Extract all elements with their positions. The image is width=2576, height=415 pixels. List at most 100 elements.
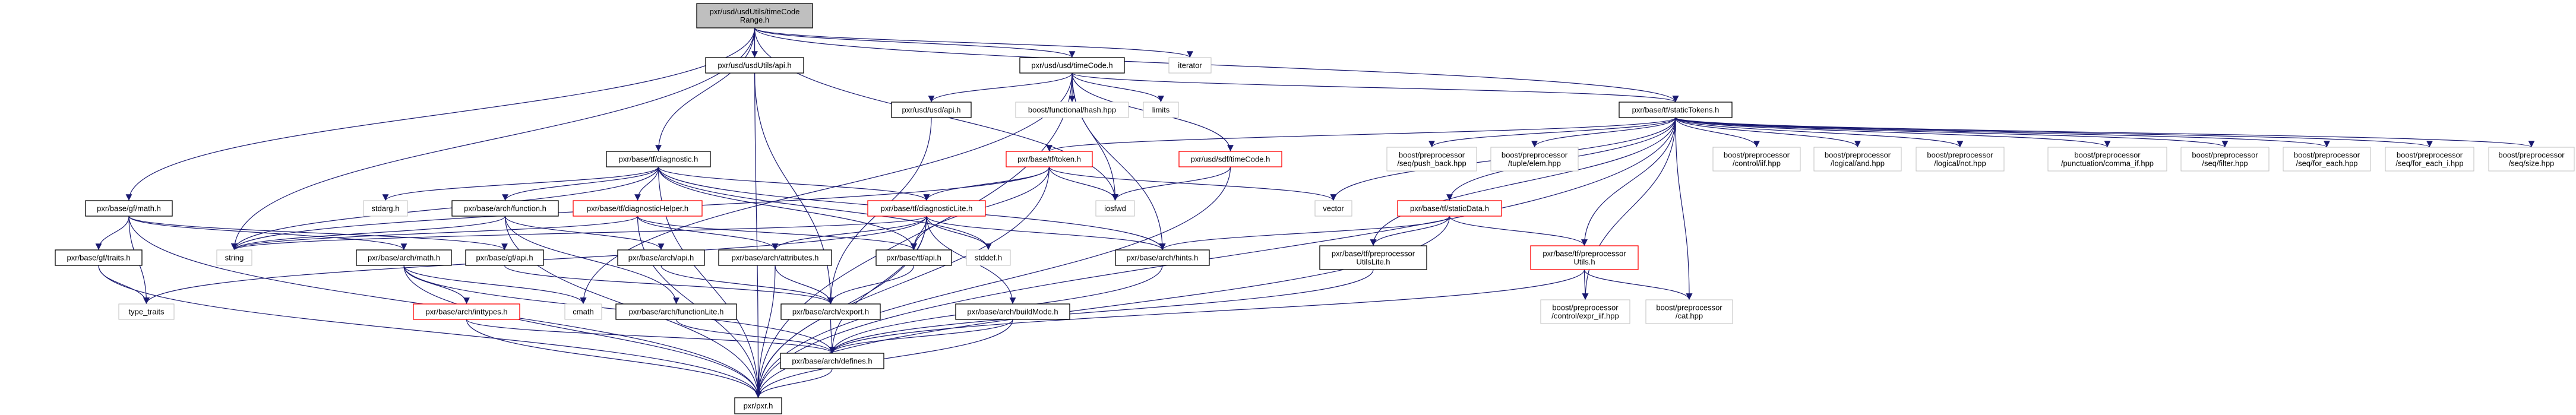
node-box	[1645, 299, 1733, 324]
node-box	[1490, 147, 1579, 172]
node-usd-api[interactable]: pxr/usd/usd/api.h	[891, 102, 972, 118]
node-box	[867, 200, 986, 217]
node-box	[55, 249, 143, 266]
node-label: boost/preprocessor	[2397, 151, 2463, 160]
include-edge-static_tokens-to-for_each	[1675, 117, 2330, 148]
node-control-iif: boost/preprocessor/control/iif.hpp	[1712, 147, 1801, 172]
node-label: /seq/for_each_i.hpp	[2395, 159, 2463, 168]
node-arch-hints[interactable]: pxr/base/arch/hints.h	[1115, 249, 1210, 266]
include-edge-static_data-to-arch_hints	[1159, 216, 1450, 251]
node-arch-buildmode[interactable]: pxr/base/arch/buildMode.h	[955, 303, 1070, 320]
node-label: /logical/and.hpp	[1831, 159, 1885, 168]
node-seq-size: boost/preprocessor/seq/size.hpp	[2488, 147, 2575, 172]
node-label: pxr/base/arch/hints.h	[1127, 254, 1199, 262]
node-gf-math[interactable]: pxr/base/gf/math.h	[85, 200, 173, 217]
node-arch-math[interactable]: pxr/base/arch/math.h	[356, 249, 452, 266]
include-edge-pp_utils_lite-to-arch_defines	[829, 269, 1374, 354]
include-edge-root-to-tf_diagnostic	[655, 27, 756, 152]
node-label: /tuple/elem.hpp	[1508, 159, 1561, 168]
node-label: stdarg.h	[372, 204, 400, 213]
node-label: pxr/base/tf/api.h	[886, 254, 941, 262]
node-label: pxr/base/arch/function.h	[464, 204, 546, 213]
node-box	[1095, 200, 1135, 217]
node-box	[1916, 147, 2005, 172]
node-box	[955, 303, 1070, 320]
include-edge-static_tokens-to-comma_if	[1675, 117, 2111, 148]
node-arch-api[interactable]: pxr/base/arch/api.h	[617, 249, 705, 266]
include-edge-static_tokens-to-pp_utils	[1581, 117, 1676, 246]
node-tf-diagnostic[interactable]: pxr/base/tf/diagnostic.h	[606, 151, 711, 167]
include-edge-arch_math-to-pxr	[403, 265, 761, 398]
include-edge-gf_traits-to-pxr	[98, 265, 761, 398]
node-gf-traits[interactable]: pxr/base/gf/traits.h	[55, 249, 143, 266]
node-arch-export[interactable]: pxr/base/arch/export.h	[780, 303, 881, 320]
node-label: boost/preprocessor	[1724, 151, 1790, 160]
node-box	[1530, 245, 1639, 270]
node-label: limits	[1152, 106, 1170, 115]
include-edge-static_tokens-to-tf_token	[1046, 117, 1676, 152]
node-label: /seq/for_each.hpp	[2296, 159, 2357, 168]
node-box	[705, 57, 804, 74]
node-label: pxr/base/arch/math.h	[368, 254, 440, 262]
node-label: pxr/usd/usd/timeCode.h	[1031, 61, 1112, 70]
node-box	[2385, 147, 2474, 172]
node-usd-timecode[interactable]: pxr/usd/usd/timeCode.h	[1019, 57, 1125, 74]
include-edge-diag_helper-to-string	[231, 216, 639, 251]
node-gf-api[interactable]: pxr/base/gf/api.h	[465, 249, 544, 266]
node-box	[1813, 147, 1902, 172]
node-iosfwd: iosfwd	[1095, 200, 1135, 217]
include-edge-tf_token-to-iosfwd	[1048, 166, 1118, 201]
node-box	[1143, 102, 1179, 118]
node-label: boost/preprocessor	[1927, 151, 1993, 160]
node-arch-attributes[interactable]: pxr/base/arch/attributes.h	[718, 249, 832, 266]
node-box	[780, 353, 884, 369]
node-usdutils-api[interactable]: pxr/usd/usdUtils/api.h	[705, 57, 804, 74]
node-static-data[interactable]: pxr/base/tf/staticData.h	[1397, 200, 1502, 217]
include-edge-tf_token-to-vector	[1048, 166, 1337, 201]
node-diag-helper[interactable]: pxr/base/tf/diagnosticHelper.h	[573, 200, 703, 217]
node-diag-lite[interactable]: pxr/base/tf/diagnosticLite.h	[867, 200, 986, 217]
include-edge-diag_lite-to-stddef	[926, 216, 992, 251]
node-static-tokens[interactable]: pxr/base/tf/staticTokens.h	[1619, 102, 1733, 118]
node-sdf-timecode[interactable]: pxr/usd/sdf/timeCode.h	[1178, 151, 1282, 167]
include-edge-arch_buildmode-to-pxr	[755, 319, 1013, 398]
node-label: pxr/base/arch/buildMode.h	[967, 308, 1058, 316]
node-seq-filter: boost/preprocessor/seq/filter.hpp	[2180, 147, 2270, 172]
node-box	[1314, 200, 1352, 217]
include-edge-arch_attributes-to-pxr	[755, 265, 776, 398]
node-arch-inttypes[interactable]: pxr/base/arch/inttypes.h	[413, 303, 520, 320]
node-label: boost/preprocessor	[1399, 151, 1465, 160]
node-label: stddef.h	[975, 254, 1002, 262]
node-box	[1178, 151, 1282, 167]
include-edge-static_tokens-to-seq_size	[1675, 117, 2534, 148]
node-cat: boost/preprocessor/cat.hpp	[1645, 299, 1733, 324]
node-arch-function[interactable]: pxr/base/arch/function.h	[451, 200, 559, 217]
node-stdarg: stdarg.h	[363, 200, 408, 217]
node-box	[1540, 299, 1630, 324]
node-tf-token[interactable]: pxr/base/tf/token.h	[1006, 151, 1093, 167]
node-label: boost/preprocessor	[1656, 303, 1722, 312]
node-vector: vector	[1314, 200, 1352, 217]
include-edge-arch_math-to-arch_inttypes	[403, 265, 470, 305]
node-label: /seq/filter.hpp	[2202, 159, 2248, 168]
node-pxr[interactable]: pxr/pxr.h	[734, 397, 782, 414]
node-label: pxr/base/tf/staticTokens.h	[1632, 106, 1720, 115]
node-box	[363, 200, 408, 217]
node-box	[216, 249, 252, 266]
include-edge-usdutils_api-to-arch_export	[754, 72, 834, 305]
include-edge-tf_diagnostic-to-stddef	[658, 166, 992, 251]
node-box	[1115, 249, 1210, 266]
node-label: vector	[1323, 204, 1344, 213]
node-arch-defines[interactable]: pxr/base/arch/defines.h	[780, 353, 884, 369]
include-edge-tf_diagnostic-to-stdarg	[382, 166, 659, 201]
node-label: boost/preprocessor	[2192, 151, 2258, 160]
include-edge-root-to-pxr	[754, 27, 761, 398]
node-arch-functionlite[interactable]: pxr/base/arch/functionLite.h	[615, 303, 737, 320]
node-box	[718, 249, 832, 266]
node-tf-api[interactable]: pxr/base/tf/api.h	[875, 249, 952, 266]
node-box	[1168, 57, 1212, 74]
node-stddef: stddef.h	[966, 249, 1011, 266]
